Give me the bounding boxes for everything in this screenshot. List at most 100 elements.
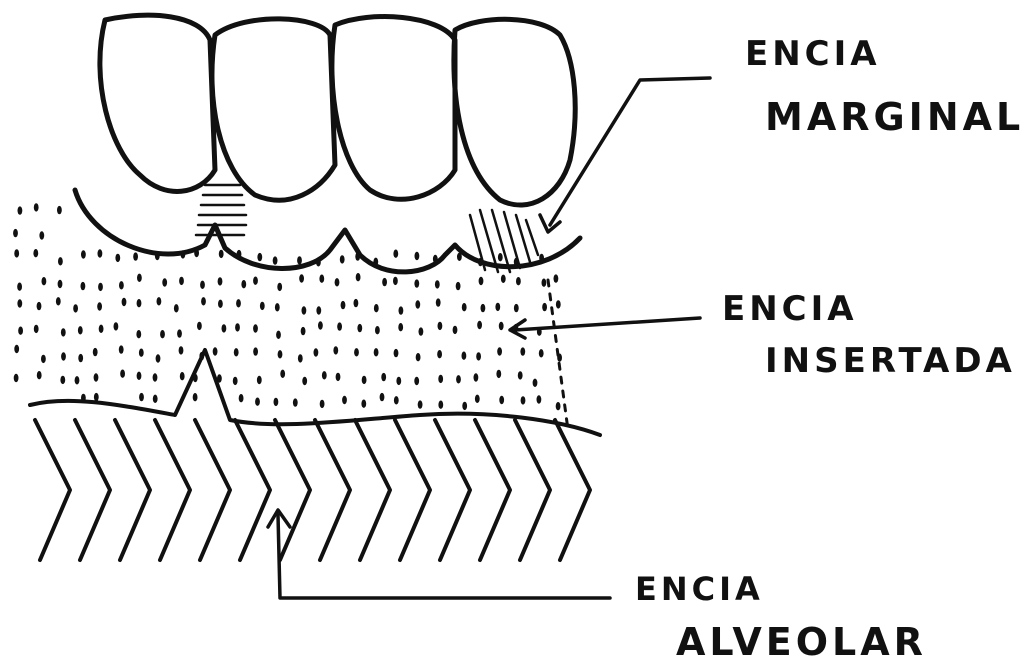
stipple-dot xyxy=(476,352,481,360)
stipple-dot xyxy=(81,394,86,402)
stipple-dot xyxy=(14,374,19,382)
stipple-dot xyxy=(298,354,303,362)
stipple-dot xyxy=(342,396,347,404)
stipple-dot xyxy=(318,321,323,329)
stipple-dot xyxy=(119,345,124,353)
stipple-dot xyxy=(277,283,282,291)
stipple-dot xyxy=(34,203,39,211)
stipple-dot xyxy=(34,325,39,333)
stipple-dot xyxy=(354,348,359,356)
stipple-dot xyxy=(78,354,83,362)
stipple-dot xyxy=(219,250,224,258)
stipple-dot xyxy=(213,347,218,355)
stipple-dot xyxy=(537,395,542,403)
stipple-dot xyxy=(179,277,184,285)
stipple-dot xyxy=(477,321,482,329)
chevron-stroke xyxy=(155,420,190,560)
chevron-stroke xyxy=(555,420,590,560)
stipple-dot xyxy=(56,297,61,305)
label-alveolar: ENCIA ALVEOLAR xyxy=(635,570,927,662)
stipple-dot xyxy=(276,331,281,339)
label-marginal-line1: ENCIA xyxy=(745,34,881,74)
stipple-dot xyxy=(396,377,401,385)
tooth-2 xyxy=(212,19,335,200)
stipple-dot xyxy=(495,303,500,311)
stipple-dot xyxy=(136,330,141,338)
label-marginal-line2: MARGINAL xyxy=(765,95,1024,139)
chevron-stroke xyxy=(195,420,230,560)
stipple-dot xyxy=(498,253,503,261)
stipple-dot xyxy=(18,206,23,214)
chevron-stroke xyxy=(435,420,470,560)
stipple-dot xyxy=(255,398,260,406)
stipple-dot xyxy=(340,255,345,263)
stipple-dot xyxy=(58,257,63,265)
stipple-dot xyxy=(94,393,99,401)
stipple-dot xyxy=(394,349,399,357)
stipple-dot xyxy=(337,322,342,330)
stipple-dot xyxy=(73,304,78,312)
stipple-dot xyxy=(218,277,223,285)
tooth-1 xyxy=(100,15,215,191)
stipple-dot xyxy=(435,280,440,288)
stipple-dot xyxy=(14,249,19,257)
stipple-dot xyxy=(235,323,240,331)
stipple-dot xyxy=(41,355,46,363)
stipple-dot xyxy=(393,277,398,285)
stipple-dot xyxy=(17,299,22,307)
alveolar-chevrons xyxy=(35,420,590,560)
stipple-dot xyxy=(302,377,307,385)
stipple-dot xyxy=(133,252,138,260)
stipple-dot xyxy=(462,402,467,410)
stipple-dot xyxy=(297,256,302,264)
chevron-stroke xyxy=(475,420,510,560)
stipple-dot xyxy=(241,280,246,288)
stipple-dot xyxy=(60,376,65,384)
chevron-stroke xyxy=(355,420,390,560)
stipple-dot xyxy=(278,350,283,358)
stipple-dot xyxy=(542,303,547,311)
stipple-dot xyxy=(533,379,538,387)
stipple-dot xyxy=(179,346,184,354)
tooth-4 xyxy=(454,19,575,205)
label-insertada-line1: ENCIA xyxy=(722,289,858,329)
stipple-dot xyxy=(479,277,484,285)
stipple-dot xyxy=(419,327,424,335)
stipple-dot xyxy=(499,322,504,330)
stipple-dot xyxy=(514,304,519,312)
stipple-dot xyxy=(257,376,262,384)
stipple-dot xyxy=(137,274,142,282)
stipple-dot xyxy=(301,327,306,335)
stipple-dot xyxy=(280,370,285,378)
stipple-dot xyxy=(174,304,179,312)
stipple-dot xyxy=(475,395,480,403)
stipple-dot xyxy=(81,250,86,258)
stipple-dot xyxy=(99,325,104,333)
stipple-dot xyxy=(137,372,142,380)
stipple-dot xyxy=(217,374,222,382)
stipple-dot xyxy=(137,299,142,307)
stipple-dot xyxy=(153,395,158,403)
stipple-dot xyxy=(539,349,544,357)
stipple-dot xyxy=(333,346,338,354)
stipple-dot xyxy=(260,302,265,310)
stipple-dot xyxy=(438,322,443,330)
stipple-dot xyxy=(98,283,103,291)
stipple-dot xyxy=(394,396,399,404)
tooth-3 xyxy=(332,17,455,200)
stipple-dot xyxy=(319,275,324,283)
stipple-dot xyxy=(556,402,561,410)
stipple-dot xyxy=(97,302,102,310)
stipple-dot xyxy=(14,345,19,353)
stipple-dot xyxy=(336,373,341,381)
stipple-dot xyxy=(139,349,144,357)
stipple-dot xyxy=(415,300,420,308)
stipple-dot xyxy=(233,377,238,385)
stipple-dot xyxy=(253,347,258,355)
stipple-dot xyxy=(78,326,83,334)
stipple-dot xyxy=(57,206,62,214)
stipple-dot xyxy=(314,348,319,356)
stipple-dot xyxy=(462,352,467,360)
stipple-dot xyxy=(17,283,22,291)
